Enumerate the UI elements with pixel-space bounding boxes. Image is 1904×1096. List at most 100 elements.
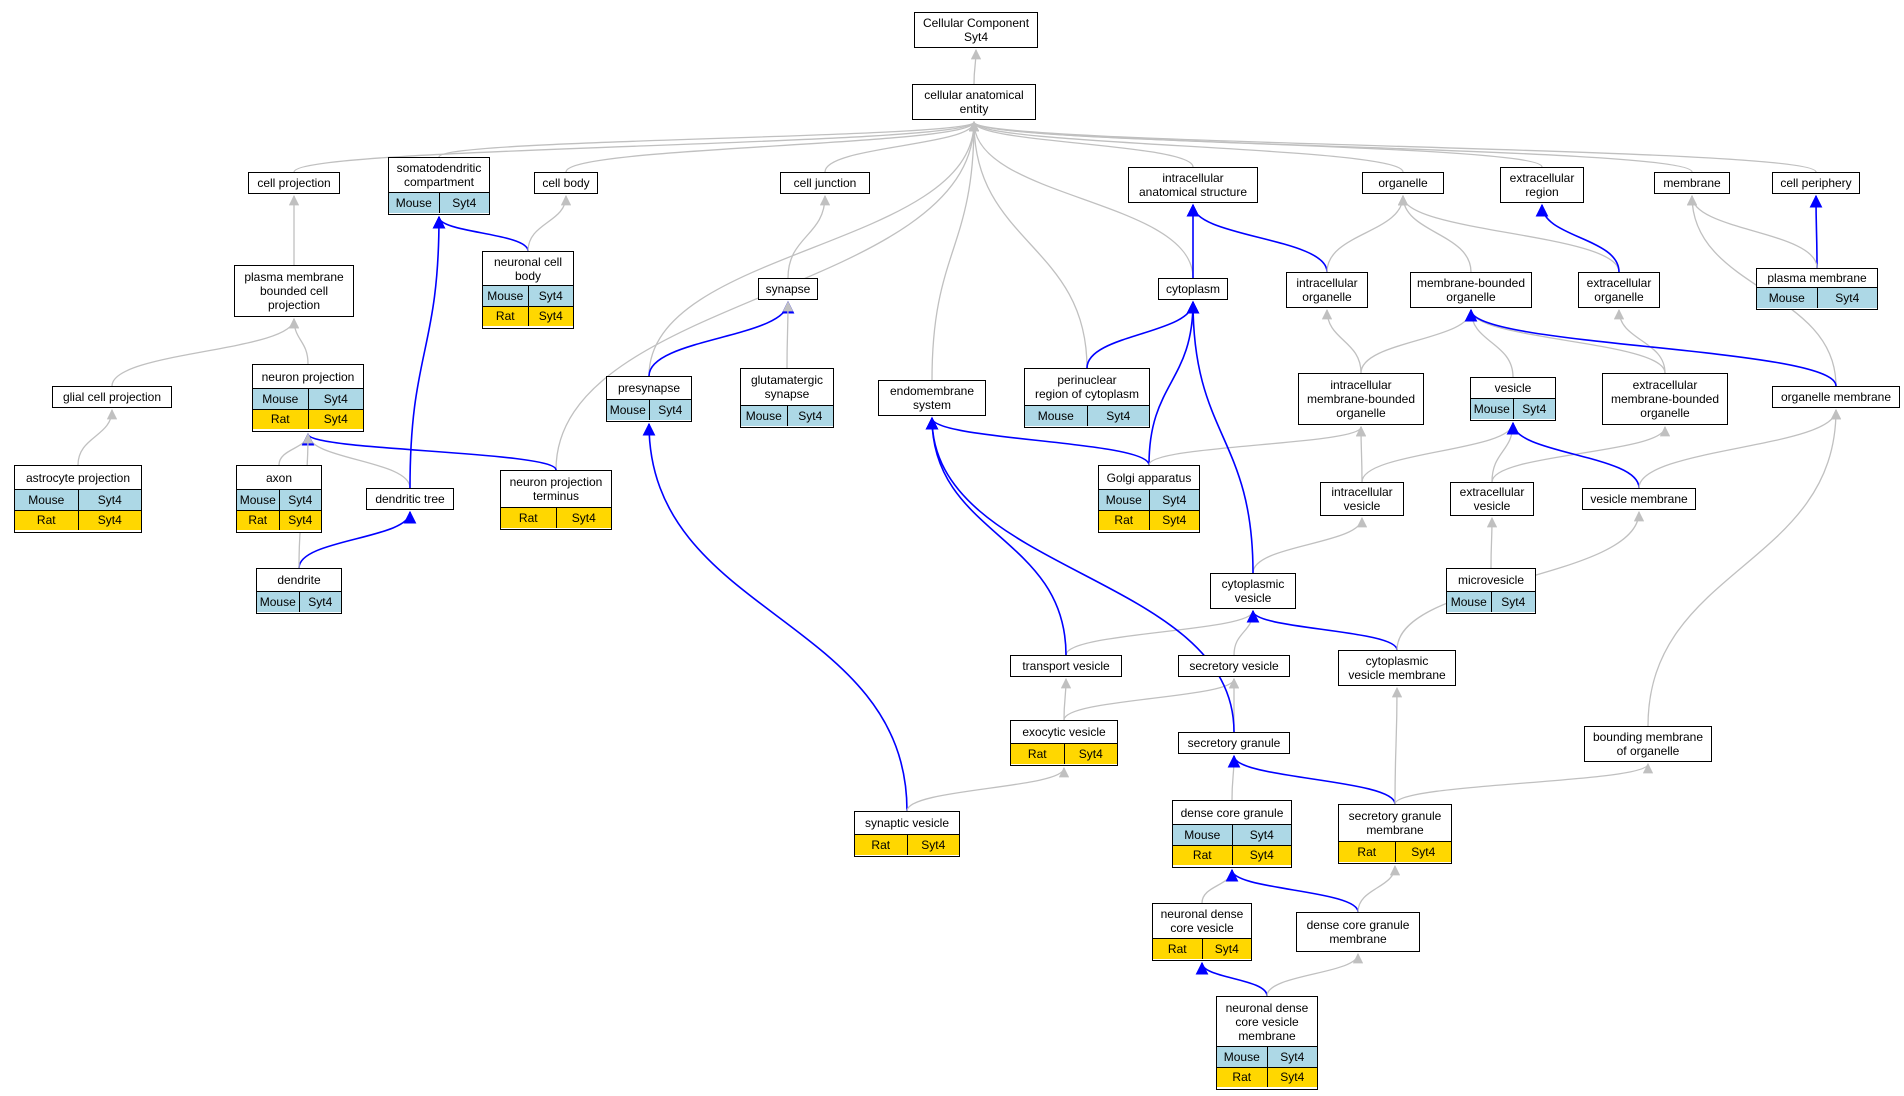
gene-cell: Syt4 [527, 286, 573, 306]
node-cves: cytoplasmic vesicle [1210, 573, 1296, 609]
species-cell: Mouse [389, 193, 439, 213]
node-label: bounding membrane of organelle [1592, 729, 1704, 758]
edge-ncb-to-cbody [527, 194, 572, 252]
edge-pm-to-memb [1686, 194, 1818, 269]
gene-cell: Syt4 [1201, 939, 1251, 959]
node-cproj: cell projection [248, 172, 340, 194]
node-exves: extracellular vesicle [1450, 482, 1534, 516]
node-label: neuron projection terminus [509, 475, 603, 503]
node-label: neuron projection [261, 369, 355, 384]
node-exorg: extracellular organelle [1578, 272, 1660, 308]
species-cell: Rat [483, 306, 528, 326]
node-cae: cellular anatomical entity [912, 84, 1036, 120]
node-label: neuronal dense core vesicle membrane [1225, 1000, 1309, 1043]
edge-bmo-to-orgmem [1647, 408, 1842, 727]
gene-cell: Syt4 [1394, 842, 1451, 862]
edge-tves-to-endo [925, 416, 1067, 656]
node-label: exocytic vesicle [1022, 725, 1106, 739]
node-label: neuronal cell body [493, 254, 563, 283]
edge-ves-to-mbo [1465, 308, 1514, 378]
edge-pm-to-cperi [1809, 194, 1823, 269]
node-sves: secretory vesicle [1178, 655, 1290, 677]
species-cell: Rat [1099, 510, 1149, 530]
edge-synves-to-exoves [906, 766, 1070, 812]
edge-sgm-to-cvm [1391, 686, 1403, 805]
node-label: cell projection [257, 175, 331, 190]
gene-cell: Syt4 [1512, 399, 1555, 419]
node-root: Cellular Component Syt4 [914, 12, 1038, 48]
node-label: plasma membrane bounded cell projection [244, 269, 344, 312]
species-cell: Mouse [253, 389, 308, 409]
species-cell: Rat [237, 510, 279, 530]
species-cell: Rat [1173, 845, 1232, 865]
gene-cell: Syt4 [555, 508, 611, 528]
node-tves: transport vesicle [1010, 655, 1122, 677]
edge-cves-to-ives [1252, 516, 1368, 574]
edge-cperi-to-cae [969, 120, 1817, 173]
edge-endo-to-cae [931, 120, 980, 381]
edge-dtree-to-nproj [302, 432, 411, 489]
node-mbo: membrane-bounded organelle [1410, 272, 1532, 308]
species-cell: Rat [501, 508, 556, 528]
edge-exmbo-to-mbo [1465, 308, 1666, 374]
species-cell: Mouse [1447, 592, 1491, 612]
node-iorg: intracellular organelle [1286, 272, 1368, 308]
edge-presyn-to-syn [648, 300, 795, 377]
node-label: neuronal dense core vesicle [1160, 907, 1244, 935]
edge-sgm-to-bmo [1394, 762, 1654, 805]
node-label: axon [265, 470, 293, 485]
edge-ndcv-to-dcg [1201, 868, 1238, 904]
node-label: secretory granule [1187, 735, 1281, 750]
species-cell: Mouse [237, 490, 279, 510]
node-label: vesicle [1494, 381, 1532, 395]
node-label: cytoplasmic vesicle membrane [1348, 653, 1446, 682]
node-label: dense core granule membrane [1306, 917, 1410, 946]
gene-cell: Syt4 [278, 510, 321, 530]
edge-presyn-to-cae [648, 120, 980, 377]
node-label: microvesicle [1457, 573, 1524, 587]
edge-astro-to-gcp [77, 408, 118, 466]
edge-ives-to-ves [1361, 421, 1519, 483]
edge-dcgm-to-dcg [1225, 868, 1359, 913]
node-label: Golgi apparatus [1106, 470, 1192, 485]
gene-cell: Syt4 [786, 406, 833, 426]
node-label: synaptic vesicle [864, 816, 950, 830]
edge-vesmem-to-orgmem [1638, 408, 1842, 489]
species-cell: Mouse [257, 592, 299, 612]
node-label: extracellular region [1509, 170, 1575, 199]
gene-cell: Syt4 [1816, 288, 1877, 308]
gene-cell: Syt4 [298, 592, 341, 612]
gene-cell: Syt4 [77, 510, 141, 530]
node-label: Cellular Component Syt4 [922, 15, 1030, 44]
edge-memb-to-cae [969, 120, 1693, 173]
edge-cvm-to-cves [1246, 609, 1398, 651]
edge-pnrc-to-cyto [1086, 300, 1200, 369]
node-label: intracellular vesicle [1331, 484, 1393, 513]
species-cell: Mouse [741, 406, 787, 426]
edge-sgm-to-sgran [1227, 754, 1396, 805]
node-label: organelle [1378, 175, 1428, 190]
gene-cell: Syt4 [1086, 406, 1149, 426]
node-label: transport vesicle [1022, 658, 1110, 673]
node-label: membrane-bounded organelle [1416, 275, 1526, 304]
